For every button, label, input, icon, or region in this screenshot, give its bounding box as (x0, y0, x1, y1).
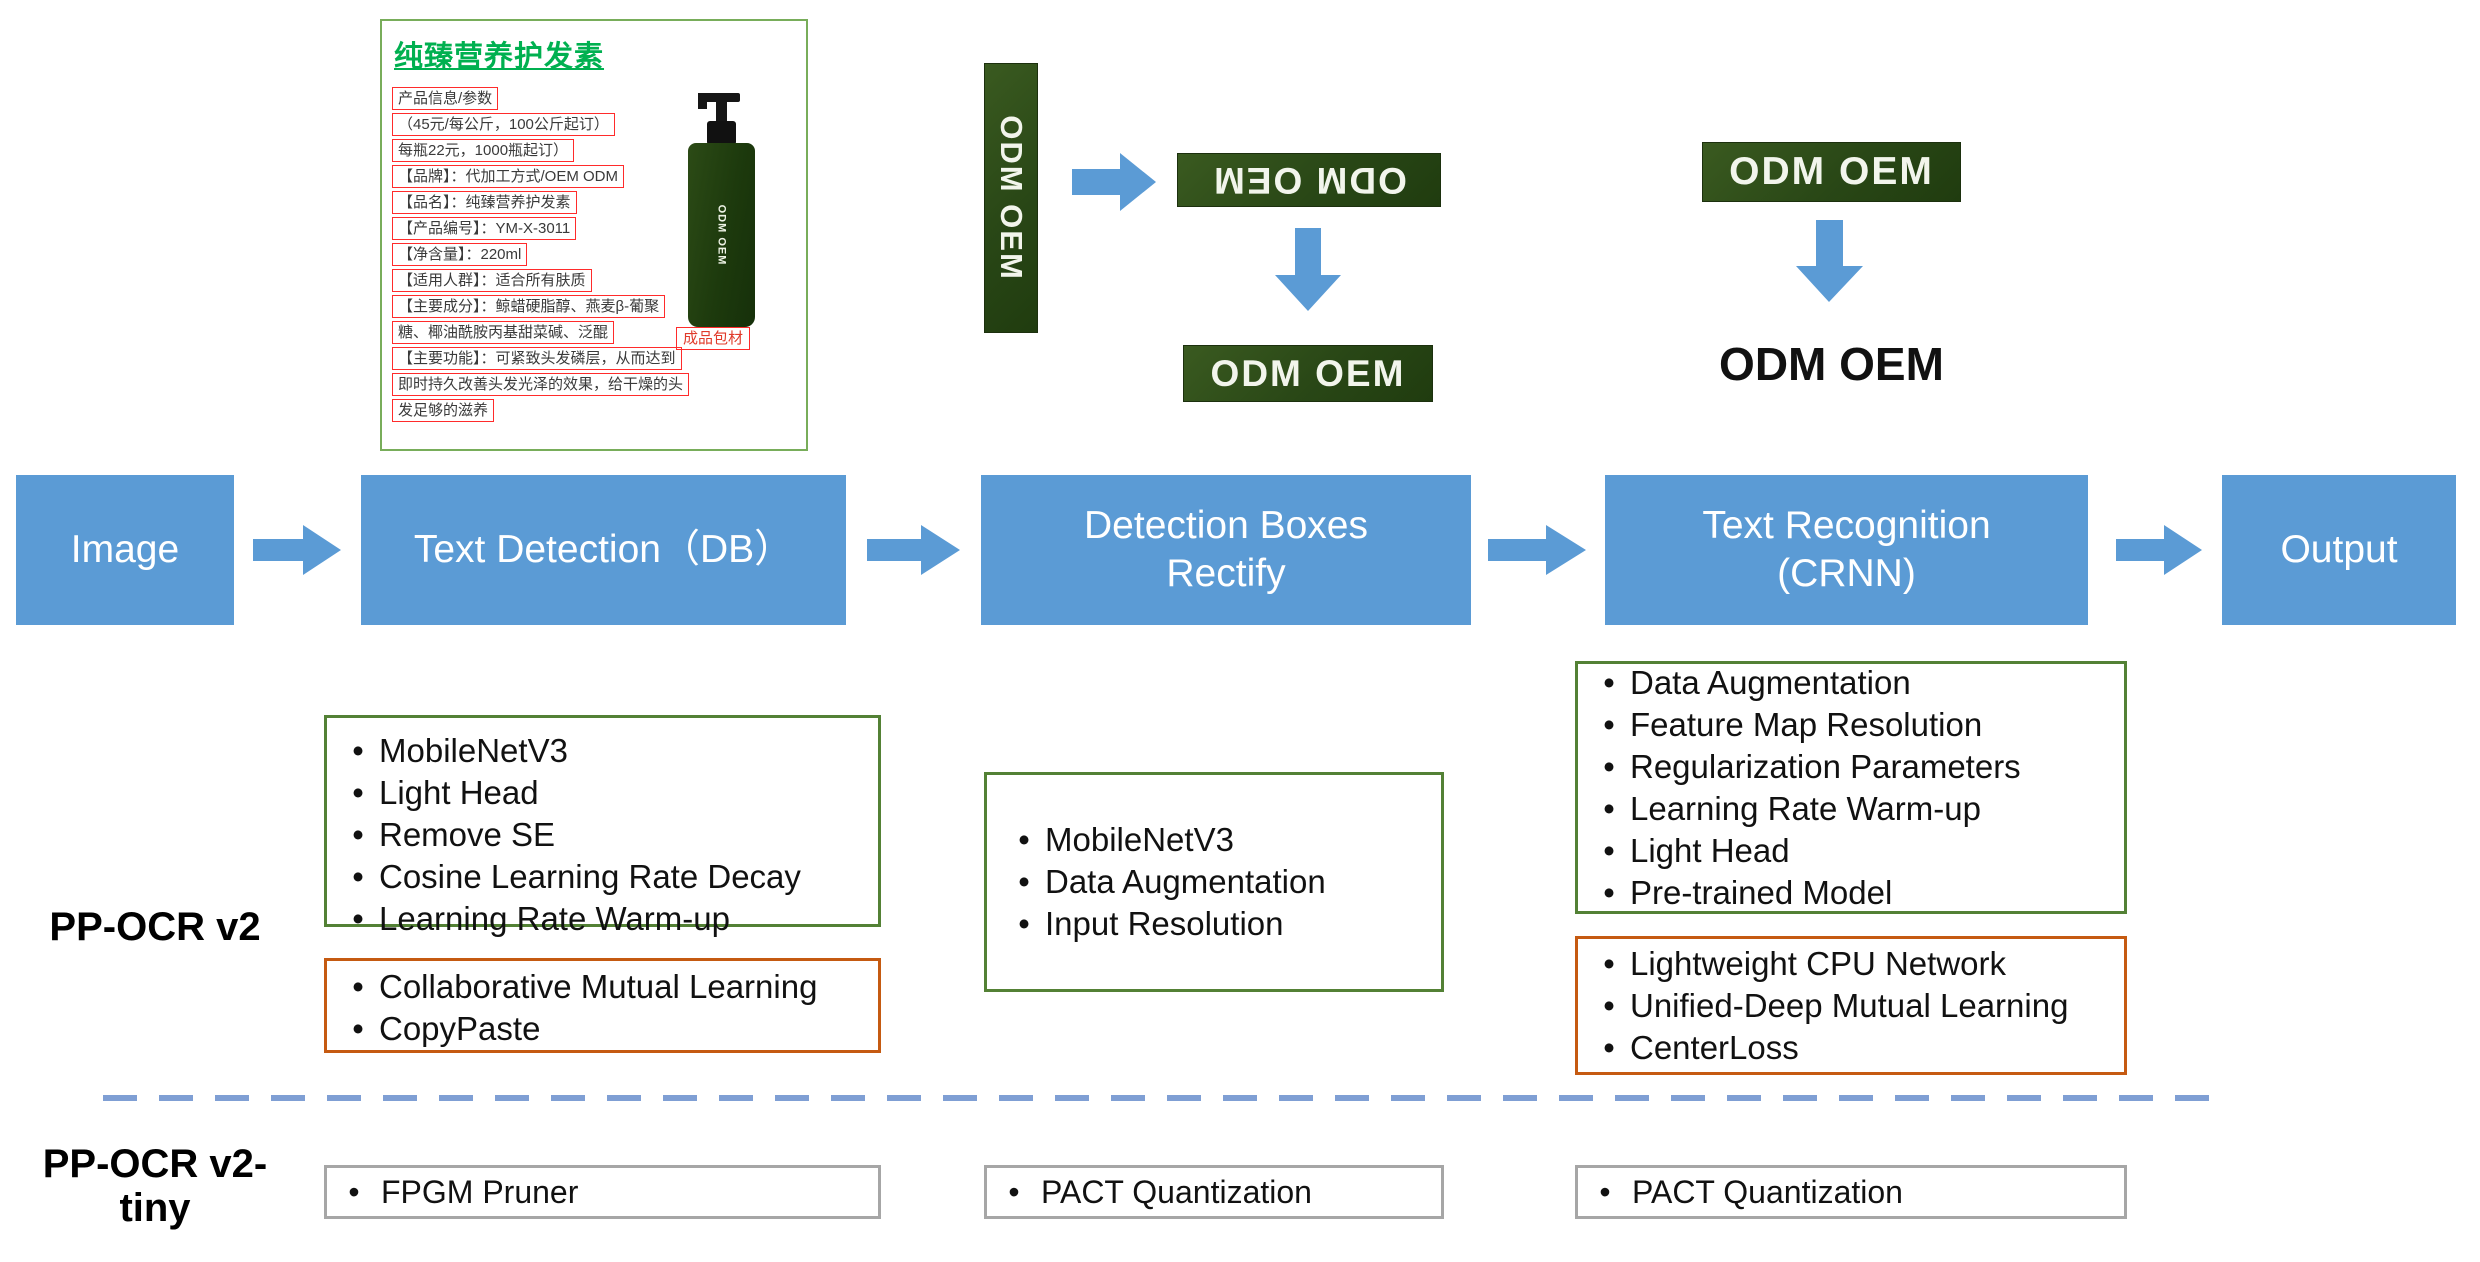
tiny-rectify-box: • PACT Quantization (984, 1165, 1444, 1219)
tiny-rectify-label: PACT Quantization (1041, 1173, 1312, 1210)
list-item: CopyPaste (337, 1008, 868, 1050)
list-item: Lightweight CPU Network (1588, 943, 2114, 985)
stage-image: Image (16, 475, 234, 625)
arrow-down-icon (1796, 220, 1863, 302)
flow-arrow-icon (2116, 525, 2202, 575)
detection-strategies-box: MobileNetV3Light HeadRemove SECosine Lea… (324, 715, 881, 937)
list-item: Data Augmentation (1588, 662, 2114, 704)
stage-text-recognition: Text Recognition (CRNN) (1605, 475, 2088, 625)
list-item: Feature Map Resolution (1588, 704, 2114, 746)
list-item: CenterLoss (1588, 1027, 2114, 1069)
list-item: （45元/每公斤，100公斤起订） (392, 113, 615, 136)
list-item: 【品名】：纯臻营养护发素 (392, 191, 577, 214)
list-item: 发足够的滋养 (392, 399, 495, 422)
sample-flipped-crop: ODM OEM (1177, 153, 1441, 207)
sample-rectified-text: ODM OEM (1210, 352, 1406, 394)
flow-arrow-icon (253, 525, 341, 575)
list-item: 【主要成分】：鲸蜡硬脂醇、燕麦β-葡聚 (392, 295, 666, 318)
tiny-detection-box: • FPGM Pruner (324, 1165, 881, 1219)
arrow-right-icon (1072, 153, 1156, 211)
stage-image-label: Image (70, 528, 180, 571)
sample-rectified-crop: ODM OEM (1183, 345, 1433, 402)
list-item: 即时持久改善头发光泽的效果，给干燥的头 (392, 373, 690, 396)
sample-vertical-text: ODM OEM (994, 115, 1029, 281)
list-item: Learning Rate Warm-up (337, 898, 868, 940)
product-text-lines: 产品信息/参数 （45元/每公斤，100公斤起订） 每瓶22元，1000瓶起订） 【品… (392, 87, 690, 425)
recognized-text-output: ODM OEM (1719, 338, 1944, 390)
bottle-body-icon: ODM OEM (688, 143, 755, 327)
list-item: Pre-trained Model (1588, 872, 2114, 914)
rectify-strategies-box: MobileNetV3Data AugmentationInput Resolu… (984, 772, 1444, 992)
product-title: 纯臻营养护发素 (394, 41, 605, 73)
flow-arrow-icon (1488, 525, 1586, 575)
row-label-v2: PP-OCR v2 (49, 905, 261, 949)
bullet-icon: • (1599, 1173, 1611, 1210)
arrow-down-icon (1275, 228, 1341, 311)
dashed-separator (103, 1095, 2227, 1101)
product-image-card: 纯臻营养护发素 产品信息/参数 （45元/每公斤，100公斤起订） 每瓶22元，10… (380, 19, 808, 451)
tiny-recognition-label: PACT Quantization (1632, 1173, 1903, 1210)
list-item: Regularization Parameters (1588, 746, 2114, 788)
row-label-v2-tiny-line2: tiny (119, 1186, 191, 1230)
detection-extra-strategies-box: Collaborative Mutual LearningCopyPaste (324, 958, 881, 1053)
list-item: 【产品编号】：YM-X-3011 (392, 217, 577, 240)
list-item: Collaborative Mutual Learning (337, 966, 868, 1008)
bullet-icon: • (1008, 1173, 1020, 1210)
list-item: 产品信息/参数 (392, 87, 499, 110)
tiny-detection-label: FPGM Pruner (381, 1173, 579, 1210)
bottle-cap-icon (707, 121, 736, 145)
stage-output-label: Output (2280, 528, 2398, 571)
list-item: 每瓶22元，1000瓶起订） (392, 139, 575, 162)
list-item: 【净含量】：220ml (392, 243, 528, 266)
list-item: Light Head (337, 772, 868, 814)
list-item: Remove SE (337, 814, 868, 856)
stage-text-detection: Text Detection（DB） (361, 475, 846, 625)
bottle-label: ODM OEM (715, 204, 728, 266)
sample-recognition-input-crop: ODM OEM (1702, 142, 1961, 202)
row-label-v2-tiny-line1: PP-OCR v2- (42, 1142, 268, 1186)
bottle-spout-icon (698, 93, 707, 109)
recognition-extra-strategies-box: Lightweight CPU NetworkUnified-Deep Mutu… (1575, 936, 2127, 1075)
list-item: Unified-Deep Mutual Learning (1588, 985, 2114, 1027)
list-item: 糖、椰油酰胺丙基甜菜碱、泛醌 (392, 321, 615, 344)
stage-text-recognition-label: Text Recognition (CRNN) (1702, 504, 1991, 595)
stage-detection-boxes-rectify: Detection Boxes Rectify (981, 475, 1471, 625)
list-item: 【主要功能】：可紧致头发磷层，从而达到 (392, 347, 682, 370)
package-material-label: 成品包材 (676, 327, 751, 350)
stage-output: Output (2222, 475, 2456, 625)
tiny-recognition-box: • PACT Quantization (1575, 1165, 2127, 1219)
stage-text-detection-label: Text Detection（DB） (413, 528, 794, 571)
list-item: Light Head (1588, 830, 2114, 872)
sample-recognition-input-text: ODM OEM (1729, 150, 1934, 193)
list-item: Input Resolution (1003, 903, 1425, 945)
recognition-strategies-box: Data AugmentationFeature Map ResolutionR… (1575, 661, 2127, 914)
list-item: Data Augmentation (1003, 861, 1425, 903)
bullet-icon: • (348, 1173, 360, 1210)
list-item: Learning Rate Warm-up (1588, 788, 2114, 830)
bottle-nozzle-icon (700, 93, 740, 102)
list-item: Cosine Learning Rate Decay (337, 856, 868, 898)
list-item: MobileNetV3 (337, 730, 868, 772)
list-item: MobileNetV3 (1003, 819, 1425, 861)
stage-detection-boxes-rectify-label: Detection Boxes Rectify (1084, 504, 1368, 595)
list-item: 【适用人群】：适合所有肤质 (392, 269, 592, 292)
flow-arrow-icon (867, 525, 960, 575)
row-label-v2-tiny: PP-OCR v2- tiny (30, 1142, 280, 1230)
list-item: 【品牌】：代加工方式/OEM ODM (392, 165, 624, 188)
sample-vertical-crop: ODM OEM (984, 63, 1038, 333)
sample-flipped-text: ODM OEM (1211, 160, 1407, 201)
bottle-stem-icon (716, 101, 727, 123)
